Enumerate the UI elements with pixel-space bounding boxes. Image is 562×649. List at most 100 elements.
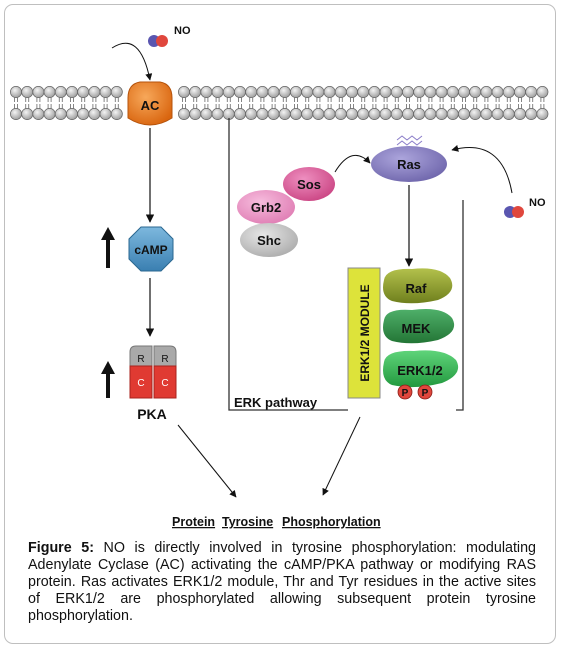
pka-complex xyxy=(129,345,177,399)
lipid-head xyxy=(379,108,392,120)
sos-protein xyxy=(283,167,335,201)
camp-increase-arrow xyxy=(101,227,115,268)
lipid-head xyxy=(312,108,325,120)
lipid-head xyxy=(110,108,123,120)
lipid-head xyxy=(66,108,78,120)
lipid-head xyxy=(32,86,45,98)
lipid-head xyxy=(402,86,414,98)
lipid-head xyxy=(334,86,347,98)
pka-r2-label: R xyxy=(161,354,168,365)
lipid-head xyxy=(256,86,269,98)
lipid-head xyxy=(424,108,437,120)
phospho-group-2 xyxy=(417,384,433,400)
lipid-head xyxy=(379,86,392,98)
no-molecule-right xyxy=(504,206,524,218)
lipid-head xyxy=(514,86,526,98)
cell-membrane xyxy=(10,86,549,120)
raf-protein xyxy=(383,268,453,304)
lipid-head xyxy=(491,86,504,98)
lipid-head xyxy=(390,108,403,120)
lipid-head xyxy=(480,108,493,120)
pka-increase-arrow xyxy=(101,361,115,398)
lipid-head xyxy=(189,86,202,98)
caption-lead: Figure 5: xyxy=(28,540,94,556)
figure-caption: Figure 5: NO is directly involved in tyr… xyxy=(28,540,536,625)
lipid-head xyxy=(469,86,482,98)
lipid-head xyxy=(502,108,515,120)
pathway-diagram: ERK pathway NO AC cAMP R R xyxy=(10,25,549,529)
result-word-phosphorylation: Phosphorylation xyxy=(282,515,381,529)
figure-frame xyxy=(4,4,556,644)
lipid-head xyxy=(368,108,381,120)
mek-protein xyxy=(383,309,455,344)
lipid-head xyxy=(234,86,246,98)
lipid-head xyxy=(312,86,325,98)
lipid-head xyxy=(334,108,347,120)
phospho-1-label: P xyxy=(402,388,409,399)
erk-pathway-label: ERK pathway xyxy=(234,395,318,410)
lipid-head xyxy=(323,86,336,98)
no-label-right: NO xyxy=(529,197,546,209)
phospho-2-label: P xyxy=(422,388,429,399)
lipid-head xyxy=(357,108,370,120)
lipid-head xyxy=(290,108,302,120)
lipid-head xyxy=(413,108,426,120)
lipid-head xyxy=(222,108,235,120)
lipid-head xyxy=(514,108,526,120)
pka-to-result-arrow xyxy=(177,424,237,498)
no-to-ac-arrow xyxy=(111,42,153,81)
lipid-head xyxy=(99,86,112,98)
pka-c2-label: C xyxy=(161,378,168,389)
lipid-head xyxy=(435,108,448,120)
lipid-head xyxy=(54,108,67,120)
lipid-head xyxy=(491,108,504,120)
result-word-protein: Protein xyxy=(172,515,215,529)
lipid-head xyxy=(66,86,78,98)
lipid-head xyxy=(211,86,224,98)
lipid-head xyxy=(357,86,370,98)
shc-label: Shc xyxy=(257,233,281,248)
caption-text: NO is directly involved in tyrosine phos… xyxy=(28,540,536,624)
lipid-head xyxy=(424,86,437,98)
lipid-head xyxy=(211,108,224,120)
sos-label: Sos xyxy=(297,177,321,192)
adenylate-cyclase xyxy=(127,81,173,126)
no-molecule-top xyxy=(148,35,168,47)
lipid-head xyxy=(390,86,403,98)
lipid-head xyxy=(234,108,246,120)
erk-pathway-box xyxy=(228,118,464,411)
grb2-protein xyxy=(237,190,295,224)
lipid-head xyxy=(446,86,459,98)
lipid-head xyxy=(178,108,190,120)
lipid-head xyxy=(536,108,549,120)
lipid-head xyxy=(278,108,291,120)
lipid-head xyxy=(77,108,90,120)
erk-module-bar xyxy=(347,267,381,399)
pka-label: PKA xyxy=(137,406,167,422)
lipid-head xyxy=(301,86,314,98)
erk-to-result-arrow xyxy=(322,416,361,496)
lipid-head xyxy=(402,108,414,120)
no-label-top: NO xyxy=(174,25,191,37)
ras-label: Ras xyxy=(397,157,421,172)
lipid-head xyxy=(10,86,22,98)
lipid-head xyxy=(278,86,291,98)
lipid-head xyxy=(267,86,280,98)
phospho-group-1 xyxy=(397,384,413,400)
lipid-head xyxy=(88,108,101,120)
lipid-head xyxy=(458,86,470,98)
lipid-head xyxy=(458,108,470,120)
lipid-head xyxy=(536,86,549,98)
lipid-head xyxy=(413,86,426,98)
lipid-head xyxy=(502,86,515,98)
lipid-head xyxy=(32,108,45,120)
pka-c1-label: C xyxy=(137,378,144,389)
lipid-head xyxy=(245,108,258,120)
lipid-head xyxy=(346,108,358,120)
erk-protein xyxy=(383,350,459,388)
lipid-head xyxy=(267,108,280,120)
no-to-ras-arrow xyxy=(451,145,513,194)
lipid-head xyxy=(110,86,123,98)
mek-label: MEK xyxy=(402,321,432,336)
lipid-head xyxy=(368,86,381,98)
